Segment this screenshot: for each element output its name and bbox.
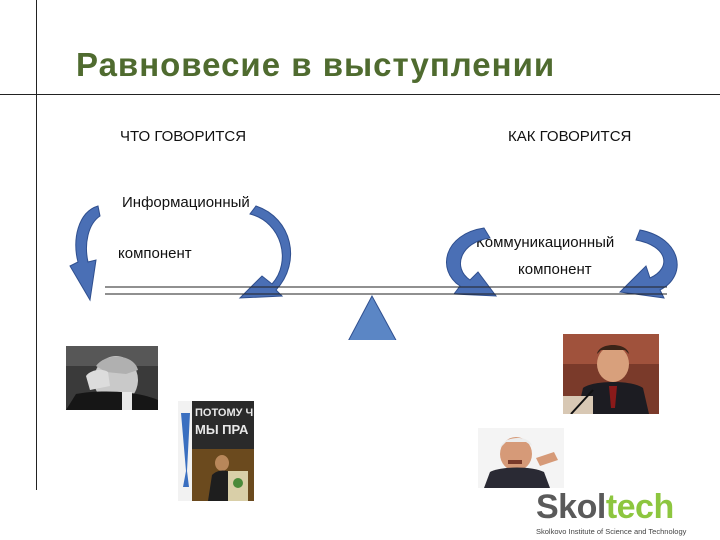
fulcrum-triangle <box>348 294 397 340</box>
comm-component-label-line1: Коммуникационный <box>476 234 615 251</box>
photo-speaker-at-microphone <box>563 334 659 414</box>
banner-text-line2: МЫ ПРА <box>195 422 249 437</box>
info-component-label-line2: компонент <box>118 245 192 262</box>
comm-component-label-line2: компонент <box>518 261 592 278</box>
photo-speaker-at-podium: ПОТОМУ Ч МЫ ПРА <box>178 401 254 501</box>
logo-tech-text: tech <box>605 488 674 526</box>
info-component-label-line1: Информационный <box>122 194 250 211</box>
photo-speaker-gesturing <box>478 428 564 488</box>
curved-arrow-icon <box>238 205 291 299</box>
right-heading: КАК ГОВОРИТСЯ <box>508 128 632 145</box>
balance-diagram <box>69 205 678 340</box>
curved-arrow-icon <box>618 229 678 299</box>
curved-arrow-icon <box>446 227 498 297</box>
logo-skol-text: Skol <box>536 488 606 526</box>
skoltech-logo: Skoltech Skolkovo Institute of Science a… <box>536 490 686 536</box>
slide-title: Равновесие в выступлении <box>76 46 556 83</box>
banner-text-line1: ПОТОМУ Ч <box>195 407 254 419</box>
curved-arrow-icon <box>69 205 101 302</box>
logo-wordmark: Skoltech <box>536 490 686 524</box>
logo-subtitle: Skolkovo Institute of Science and Techno… <box>536 527 687 536</box>
left-heading: ЧТО ГОВОРИТСЯ <box>120 128 247 145</box>
title-underline-rule <box>0 94 720 95</box>
left-vertical-rule <box>36 0 37 490</box>
photo-speaker-head-in-hand <box>66 346 158 410</box>
